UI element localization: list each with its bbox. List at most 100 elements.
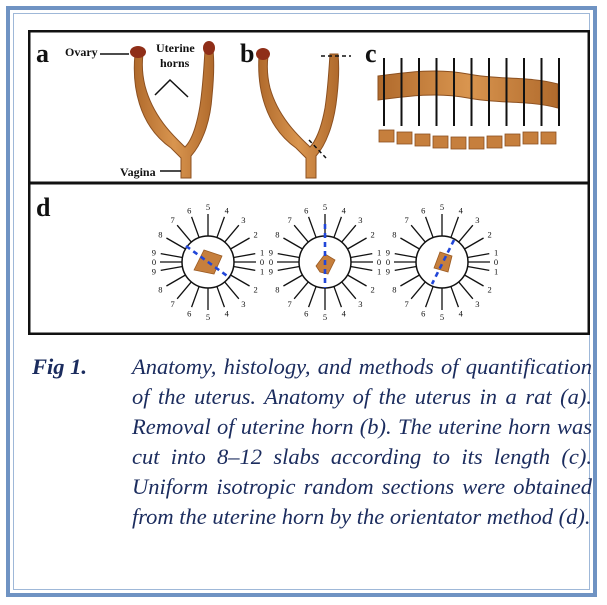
ovary-right-a <box>203 41 215 55</box>
orientator-ray <box>334 217 342 238</box>
orientator-ray <box>192 217 200 238</box>
caption-text: Anatomy, histology, and methods of quant… <box>132 352 592 532</box>
ovary-annotation: Ovary <box>65 45 98 59</box>
orientator-number: 9 <box>152 247 156 257</box>
orientator-number: 7 <box>288 215 292 225</box>
orientator-ray <box>342 282 356 299</box>
orientator-number: 3 <box>241 215 245 225</box>
orientator-number: 8 <box>275 230 279 240</box>
orientator-ray <box>225 225 239 242</box>
orientator-number: 5 <box>206 312 210 322</box>
orientator-ray <box>231 238 250 249</box>
orientator-number: 4 <box>225 205 230 215</box>
orientator-ray <box>411 225 425 242</box>
orientator-ray <box>348 238 367 249</box>
orientator-ray <box>348 275 367 286</box>
orientator-ray <box>234 254 256 258</box>
orientator-number: 4 <box>342 205 347 215</box>
orientator-ray <box>342 225 356 242</box>
orientator-number: 5 <box>440 312 444 322</box>
orientator-ray <box>465 275 484 286</box>
panel-label-a: a <box>36 39 49 68</box>
orientator-number: 1 <box>260 247 264 257</box>
orientator-ray <box>351 254 373 258</box>
orientator-ray <box>161 254 183 258</box>
orientator-number: 1 <box>377 247 381 257</box>
orientator-ray <box>234 267 256 271</box>
orientator-ray <box>468 267 490 271</box>
orientator-ray <box>309 286 317 307</box>
orientator-number: 9 <box>386 267 390 277</box>
uterine-annotation-line2: horns <box>160 56 190 70</box>
panel-label-b: b <box>240 39 254 68</box>
zero-label: 0 <box>494 257 498 267</box>
orientator-number: 3 <box>358 299 362 309</box>
horn-strip-c <box>378 71 558 108</box>
orientator-number: 5 <box>440 202 444 212</box>
uterus-b <box>256 48 339 178</box>
orientator-number: 8 <box>392 230 396 240</box>
orientator-number: 4 <box>225 309 230 319</box>
slab-piece <box>451 137 466 149</box>
zero-label: 0 <box>386 257 390 267</box>
orientator-number: 2 <box>488 285 492 295</box>
orientator-number: 3 <box>241 299 245 309</box>
orientator-ray <box>334 286 342 307</box>
orientator-number: 5 <box>323 312 327 322</box>
orientator-ray <box>451 217 459 238</box>
zero-label: 0 <box>269 257 273 267</box>
panel-label-d: d <box>36 193 51 222</box>
orientator-ray <box>231 275 250 286</box>
orientator-ray <box>177 225 191 242</box>
orientator-ray <box>283 275 302 286</box>
orientator-ray <box>395 267 417 271</box>
orientator-number: 6 <box>421 309 425 319</box>
orientator-number: 2 <box>371 285 375 295</box>
slab-piece <box>379 130 394 142</box>
orientator-number: 7 <box>288 299 292 309</box>
orientator-number: 5 <box>206 202 210 212</box>
orientator-number: 1 <box>260 267 264 277</box>
slab-piece <box>397 132 412 144</box>
slab-piece <box>433 136 448 148</box>
orientator-number: 4 <box>342 309 347 319</box>
orientator-ray <box>395 254 417 258</box>
orientator-number: 9 <box>386 247 390 257</box>
orientator-ray <box>217 217 225 238</box>
orientator-ray <box>411 282 425 299</box>
uterine-annotation-line1: Uterine <box>156 41 195 55</box>
orientator-number: 5 <box>323 202 327 212</box>
orientator-number: 9 <box>269 267 273 277</box>
orientator-number: 7 <box>171 299 175 309</box>
orientator-number: 2 <box>488 230 492 240</box>
orientator-number: 3 <box>358 215 362 225</box>
orientator-number: 8 <box>158 285 162 295</box>
orientator-number: 2 <box>254 230 258 240</box>
orientator-ray <box>459 225 473 242</box>
orientator-circle: 98765432112345678900 <box>386 202 499 322</box>
orientator-number: 6 <box>187 205 191 215</box>
slab-piece <box>415 134 430 146</box>
ovary-left-a <box>130 46 146 58</box>
orientator-ray <box>225 282 239 299</box>
orientator-ray <box>166 275 185 286</box>
orientator-ray <box>465 238 484 249</box>
orientator-ray <box>177 282 191 299</box>
orientator-ray <box>309 217 317 238</box>
orientator-ray <box>426 217 434 238</box>
orientator-ray <box>351 267 373 271</box>
uterine-horns-pointer <box>155 80 188 97</box>
orientator-ray <box>451 286 459 307</box>
orientator-number: 3 <box>475 215 479 225</box>
orientator-ray <box>294 282 308 299</box>
orientator-number: 7 <box>171 215 175 225</box>
orientator-ray <box>217 286 225 307</box>
orientator-number: 9 <box>269 247 273 257</box>
orientator-ray <box>459 282 473 299</box>
orientator-number: 9 <box>152 267 156 277</box>
orientator-number: 1 <box>494 247 498 257</box>
orientator-ray <box>278 254 300 258</box>
